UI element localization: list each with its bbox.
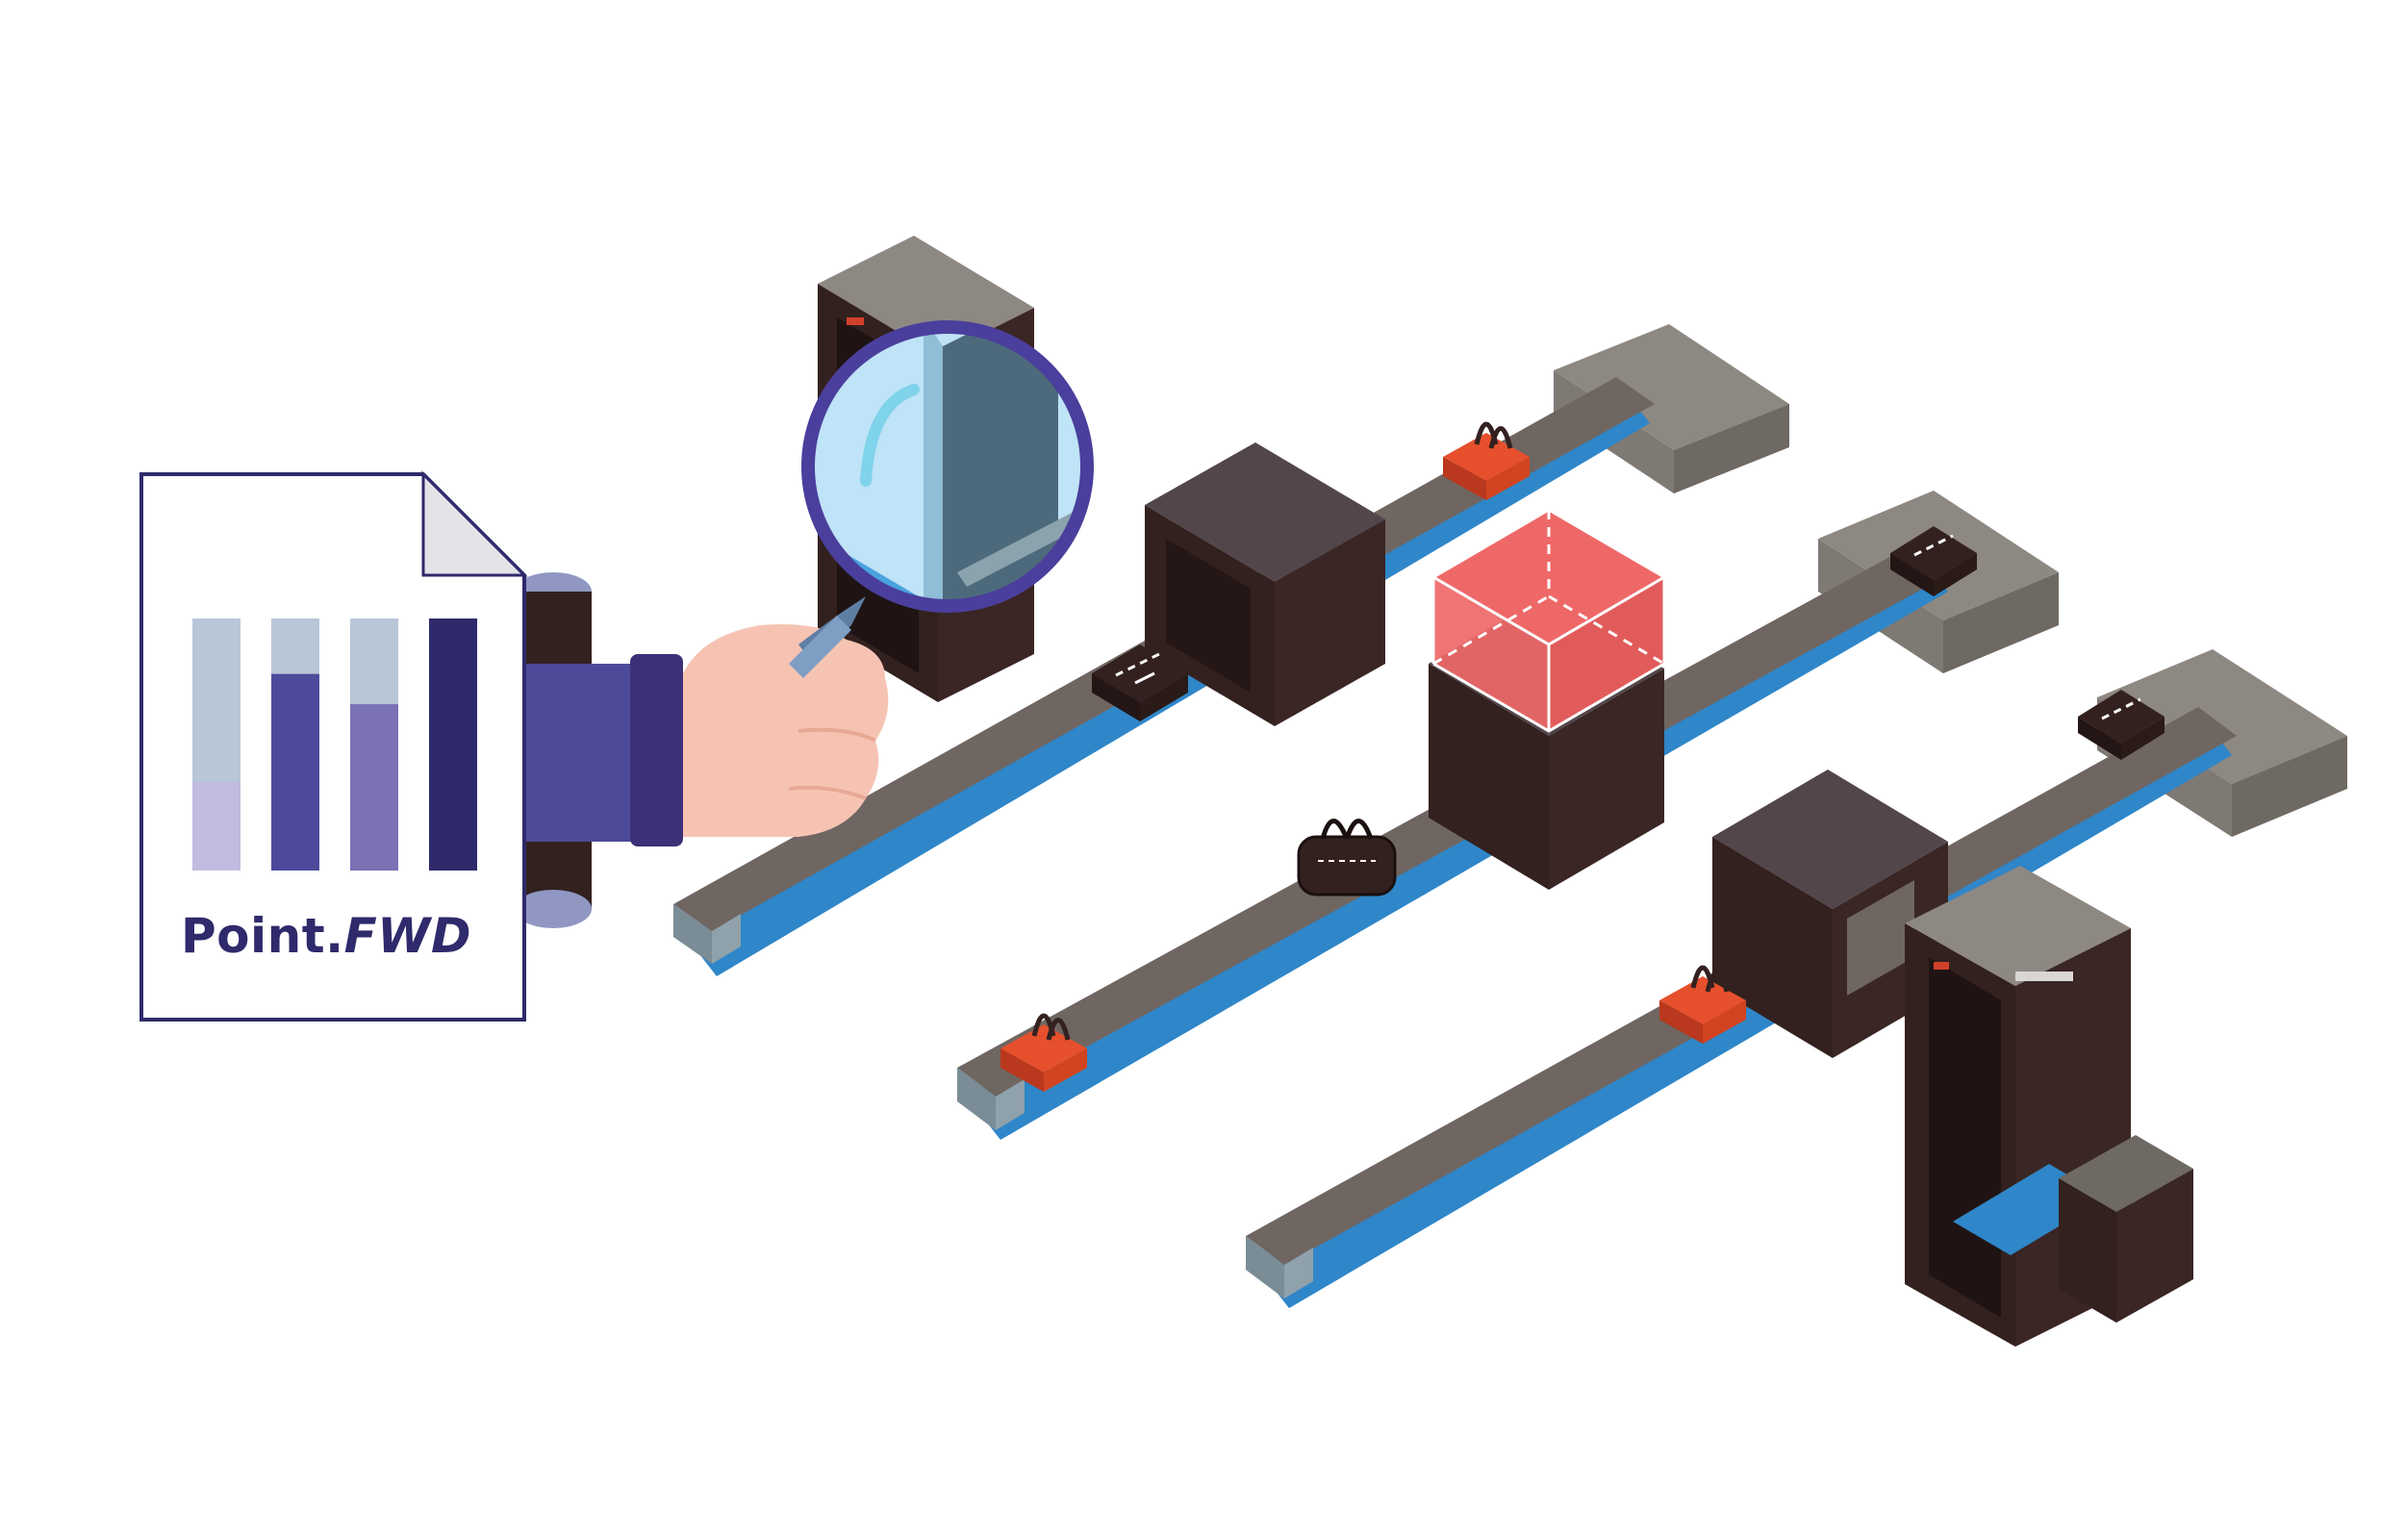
report-bar-fill xyxy=(350,704,398,871)
xray-scanner-highlighted xyxy=(1429,508,1667,890)
luggage-icon xyxy=(1890,526,1977,596)
xray-scanner-1 xyxy=(1145,442,1385,726)
report-bar-fill xyxy=(271,673,319,871)
report-bar-fill xyxy=(192,782,240,871)
conveyor-1-end-pad-top xyxy=(1554,324,1789,450)
hand-icon xyxy=(515,572,889,928)
inspection-desk xyxy=(2059,1135,2193,1323)
brand-logo: Point.FWD xyxy=(181,908,471,964)
logo-prefix: Point. xyxy=(181,908,344,964)
luggage-icon xyxy=(1659,965,1746,1044)
luggage-icon xyxy=(1443,421,1530,500)
logo-suffix: FWD xyxy=(344,908,471,964)
report-document-icon: Point.FWD xyxy=(139,470,528,1022)
luggage-icon xyxy=(2078,690,2164,760)
sleeve xyxy=(524,664,635,842)
luggage-icon xyxy=(1297,819,1397,896)
luggage-icon xyxy=(1092,644,1188,721)
luggage-icon xyxy=(1000,1013,1087,1092)
scanner-1-top xyxy=(1145,442,1385,582)
report-bar-chart xyxy=(192,619,477,871)
cuff xyxy=(630,654,683,846)
report-bar-fill xyxy=(429,619,477,871)
lens-rim xyxy=(801,320,1094,613)
magnifying-glass-icon xyxy=(789,320,1094,678)
